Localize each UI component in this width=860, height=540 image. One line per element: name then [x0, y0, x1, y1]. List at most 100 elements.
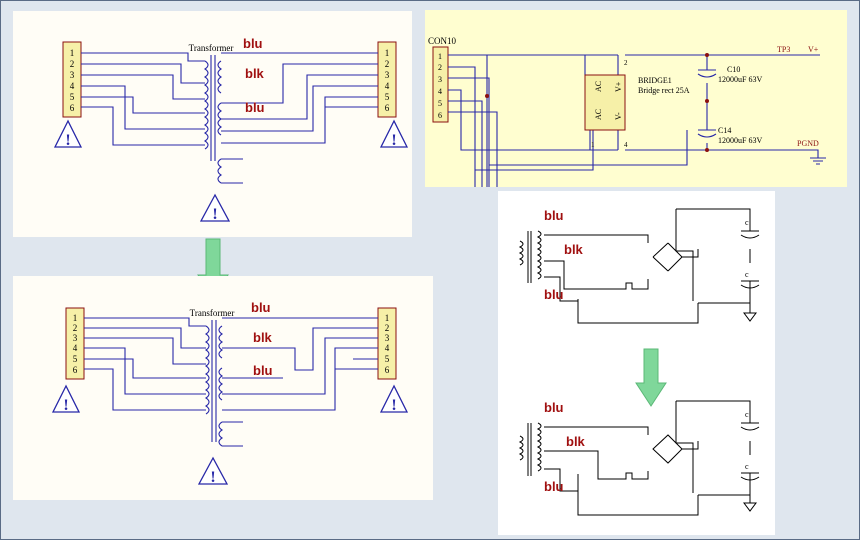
pin-label: 2 — [385, 59, 390, 69]
wiring-lower — [518, 400, 760, 516]
pin-label: 5 — [70, 92, 75, 102]
pin-label: 4 — [385, 81, 390, 91]
transformer-diagram-original: 1 2 3 4 5 6 1 2 3 4 5 6 Transformer blu … — [13, 11, 412, 237]
left-connector — [65, 307, 85, 380]
warning-icon: ! — [379, 119, 409, 149]
pin-label: 3 — [438, 75, 442, 84]
bridge-vminus-label: V- — [614, 112, 623, 120]
pin-label: 5 — [385, 92, 390, 102]
cap-label: C10 — [727, 65, 740, 74]
pin-label: 4 — [73, 343, 78, 353]
cap-symbol: c — [745, 410, 749, 419]
right-connector — [377, 41, 397, 118]
pin-label: 6 — [70, 103, 75, 113]
pin-label: 1 — [73, 313, 78, 323]
wire-label-blk: blk — [253, 330, 273, 345]
pin-label: 6 — [438, 111, 442, 120]
bridge-ac-label: AC — [594, 109, 603, 120]
wiring — [84, 317, 378, 447]
pin-label: 3 — [73, 333, 78, 343]
pin-label: 2 — [438, 63, 442, 72]
cap-symbol: c — [745, 218, 749, 227]
warning-icon: ! — [199, 193, 231, 223]
tp3-label: TP3 — [777, 45, 790, 54]
svg-text:!: ! — [391, 132, 396, 149]
left-connector — [62, 41, 82, 118]
svg-text:!: ! — [65, 132, 70, 149]
svg-text:!: ! — [212, 206, 217, 223]
pin-label: 4 — [438, 87, 442, 96]
rectifier-wiring-panel: c c blu blk blu c c blu blk blu — [498, 191, 775, 535]
cap-symbol: c — [745, 270, 749, 279]
transformer-diagram-modified: 1 2 3 4 5 6 1 2 3 4 5 6 Transformer blu … — [13, 276, 433, 500]
wire-label-blu-1: blu — [243, 36, 263, 51]
pin-label: 6 — [385, 365, 390, 375]
bridge-pin: 4 — [624, 141, 628, 149]
pin-label: 2 — [385, 323, 390, 333]
pin-label: 5 — [385, 354, 390, 364]
connector-label: CON10 — [428, 36, 457, 46]
bridge-rectifier — [584, 74, 626, 131]
panel-bg — [498, 191, 775, 535]
pin-label: 6 — [385, 103, 390, 113]
pin-label: 3 — [385, 333, 390, 343]
transformer-label: Transformer — [190, 308, 235, 318]
con10-connector — [432, 46, 449, 123]
wire-label-blu-2: blu — [544, 479, 564, 494]
pin-label: 1 — [385, 48, 390, 58]
right-connector — [377, 307, 397, 380]
wire-label-blu-2: blu — [544, 287, 564, 302]
wire-label-blu-1: blu — [251, 300, 271, 315]
bridge-pin: 1 — [591, 141, 595, 149]
warning-icon: ! — [53, 119, 83, 149]
wire-label-blu-2: blu — [253, 363, 273, 378]
bridge-name: BRIDGE1 — [638, 76, 672, 85]
wiring-upper — [518, 208, 760, 324]
pin-label: 2 — [70, 59, 75, 69]
svg-text:!: ! — [63, 397, 68, 414]
junction-dot — [705, 148, 709, 152]
cap-label: C14 — [718, 126, 731, 135]
svg-text:!: ! — [391, 397, 396, 414]
pin-label: 5 — [73, 354, 78, 364]
warning-icon: ! — [379, 384, 409, 414]
wire-label-blk: blk — [245, 66, 265, 81]
wire-label-blk: blk — [566, 434, 586, 449]
bridge-ac-label: AC — [594, 81, 603, 92]
cap-symbol: c — [745, 462, 749, 471]
pin-label: 4 — [70, 81, 75, 91]
ground-icon — [810, 157, 826, 165]
rectifier-schematic: CON10 1 2 3 4 5 6 AC AC V+ V- 2 1 4 BRID… — [425, 10, 847, 187]
panel-bg — [425, 10, 847, 187]
wire-label-blu-2: blu — [245, 100, 265, 115]
cap-value: 12000uF 63V — [718, 75, 762, 84]
transformer-label: Transformer — [189, 43, 234, 53]
wire-label-blk: blk — [564, 242, 584, 257]
pin-label: 1 — [70, 48, 75, 58]
wiring — [81, 52, 378, 184]
junction-dot — [705, 99, 709, 103]
vplus-net-label: V+ — [808, 45, 819, 54]
pin-label: 2 — [73, 323, 78, 333]
bridge-vplus-label: V+ — [614, 81, 623, 92]
down-arrow-icon — [635, 348, 667, 407]
pin-label: 1 — [385, 313, 390, 323]
bridge-desc: Bridge rect 25A — [638, 86, 690, 95]
wire-label-blu-1: blu — [544, 400, 564, 415]
junction-dot — [485, 94, 489, 98]
cap-value: 12000uF 63V — [718, 136, 762, 145]
pin-label: 6 — [73, 365, 78, 375]
pin-label: 1 — [438, 52, 442, 61]
bridge-pin: 2 — [624, 59, 628, 67]
pin-label: 4 — [385, 343, 390, 353]
pin-label: 3 — [385, 70, 390, 80]
wire-label-blu-1: blu — [544, 208, 564, 223]
warning-icon: ! — [197, 456, 229, 486]
pin-label: 5 — [438, 99, 442, 108]
wiring — [448, 54, 820, 187]
svg-text:!: ! — [210, 469, 215, 486]
junction-dot — [705, 53, 709, 57]
pin-label: 3 — [70, 70, 75, 80]
warning-icon: ! — [51, 384, 81, 414]
